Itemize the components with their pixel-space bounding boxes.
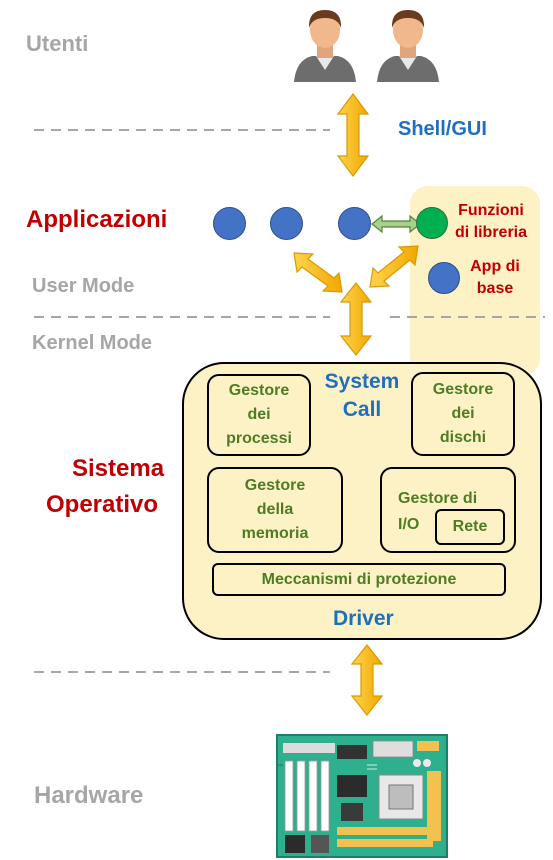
library-functions-line1: Funzioni: [458, 202, 524, 219]
application-dot: [213, 207, 246, 240]
library-functions-line2: di libreria: [454, 224, 528, 241]
system-call-line1: System: [324, 370, 400, 393]
network-label: Rete: [452, 518, 488, 535]
driver-label: Driver: [333, 607, 394, 630]
base-app-dot: [428, 262, 460, 294]
base-apps-line1: App di: [470, 258, 520, 275]
disk-manager-line1: Gestore: [432, 381, 494, 398]
disk-manager-line3: dischi: [439, 429, 487, 446]
system-call-line2: Call: [342, 398, 382, 421]
applications-label: Applicazioni: [26, 206, 168, 233]
protection-mechanisms-module: Meccanismi di protezione: [212, 563, 506, 596]
protection-label: Meccanismi di protezione: [261, 570, 457, 588]
hardware-label: Hardware: [34, 782, 144, 809]
process-manager-line2: dei: [247, 406, 271, 423]
arrow-apps-os: [339, 282, 373, 356]
arrow-diagonal-left: [293, 252, 343, 293]
base-apps-label: App di base: [459, 256, 531, 300]
network-module: Rete: [435, 509, 505, 545]
shell-gui-label: Shell/GUI: [398, 118, 487, 140]
memory-manager-line3: memoria: [241, 525, 309, 542]
arrow-library-link: [371, 214, 421, 234]
memory-manager-line2: della: [256, 501, 294, 518]
library-function-dot: [416, 207, 448, 239]
os-label-line2: Operativo: [46, 491, 159, 518]
process-manager-line1: Gestore: [228, 382, 290, 399]
disk-manager-line2: dei: [451, 405, 475, 422]
disk-manager-module: Gestore dei dischi: [411, 372, 515, 456]
memory-manager-line1: Gestore: [244, 477, 306, 494]
io-manager-line2: I/O: [398, 516, 420, 533]
application-dot: [338, 207, 371, 240]
user-mode-label: User Mode: [32, 275, 135, 297]
io-manager-line1: Gestore di: [398, 490, 478, 507]
system-call-label: System Call: [314, 368, 410, 424]
arrow-os-hardware: [350, 644, 384, 716]
os-label-line1: Sistema: [72, 455, 165, 482]
application-dot: [270, 207, 303, 240]
library-functions-label: Funzioni di libreria: [446, 200, 536, 244]
users-label: Utenti: [26, 31, 89, 56]
arrow-diagonal-right: [369, 245, 419, 288]
base-apps-line2: base: [476, 280, 514, 297]
kernel-mode-label: Kernel Mode: [32, 332, 153, 354]
process-manager-line3: processi: [226, 430, 292, 447]
arrow-users-apps: [336, 93, 370, 177]
process-manager-module: Gestore dei processi: [207, 374, 311, 456]
memory-manager-module: Gestore della memoria: [207, 467, 343, 553]
